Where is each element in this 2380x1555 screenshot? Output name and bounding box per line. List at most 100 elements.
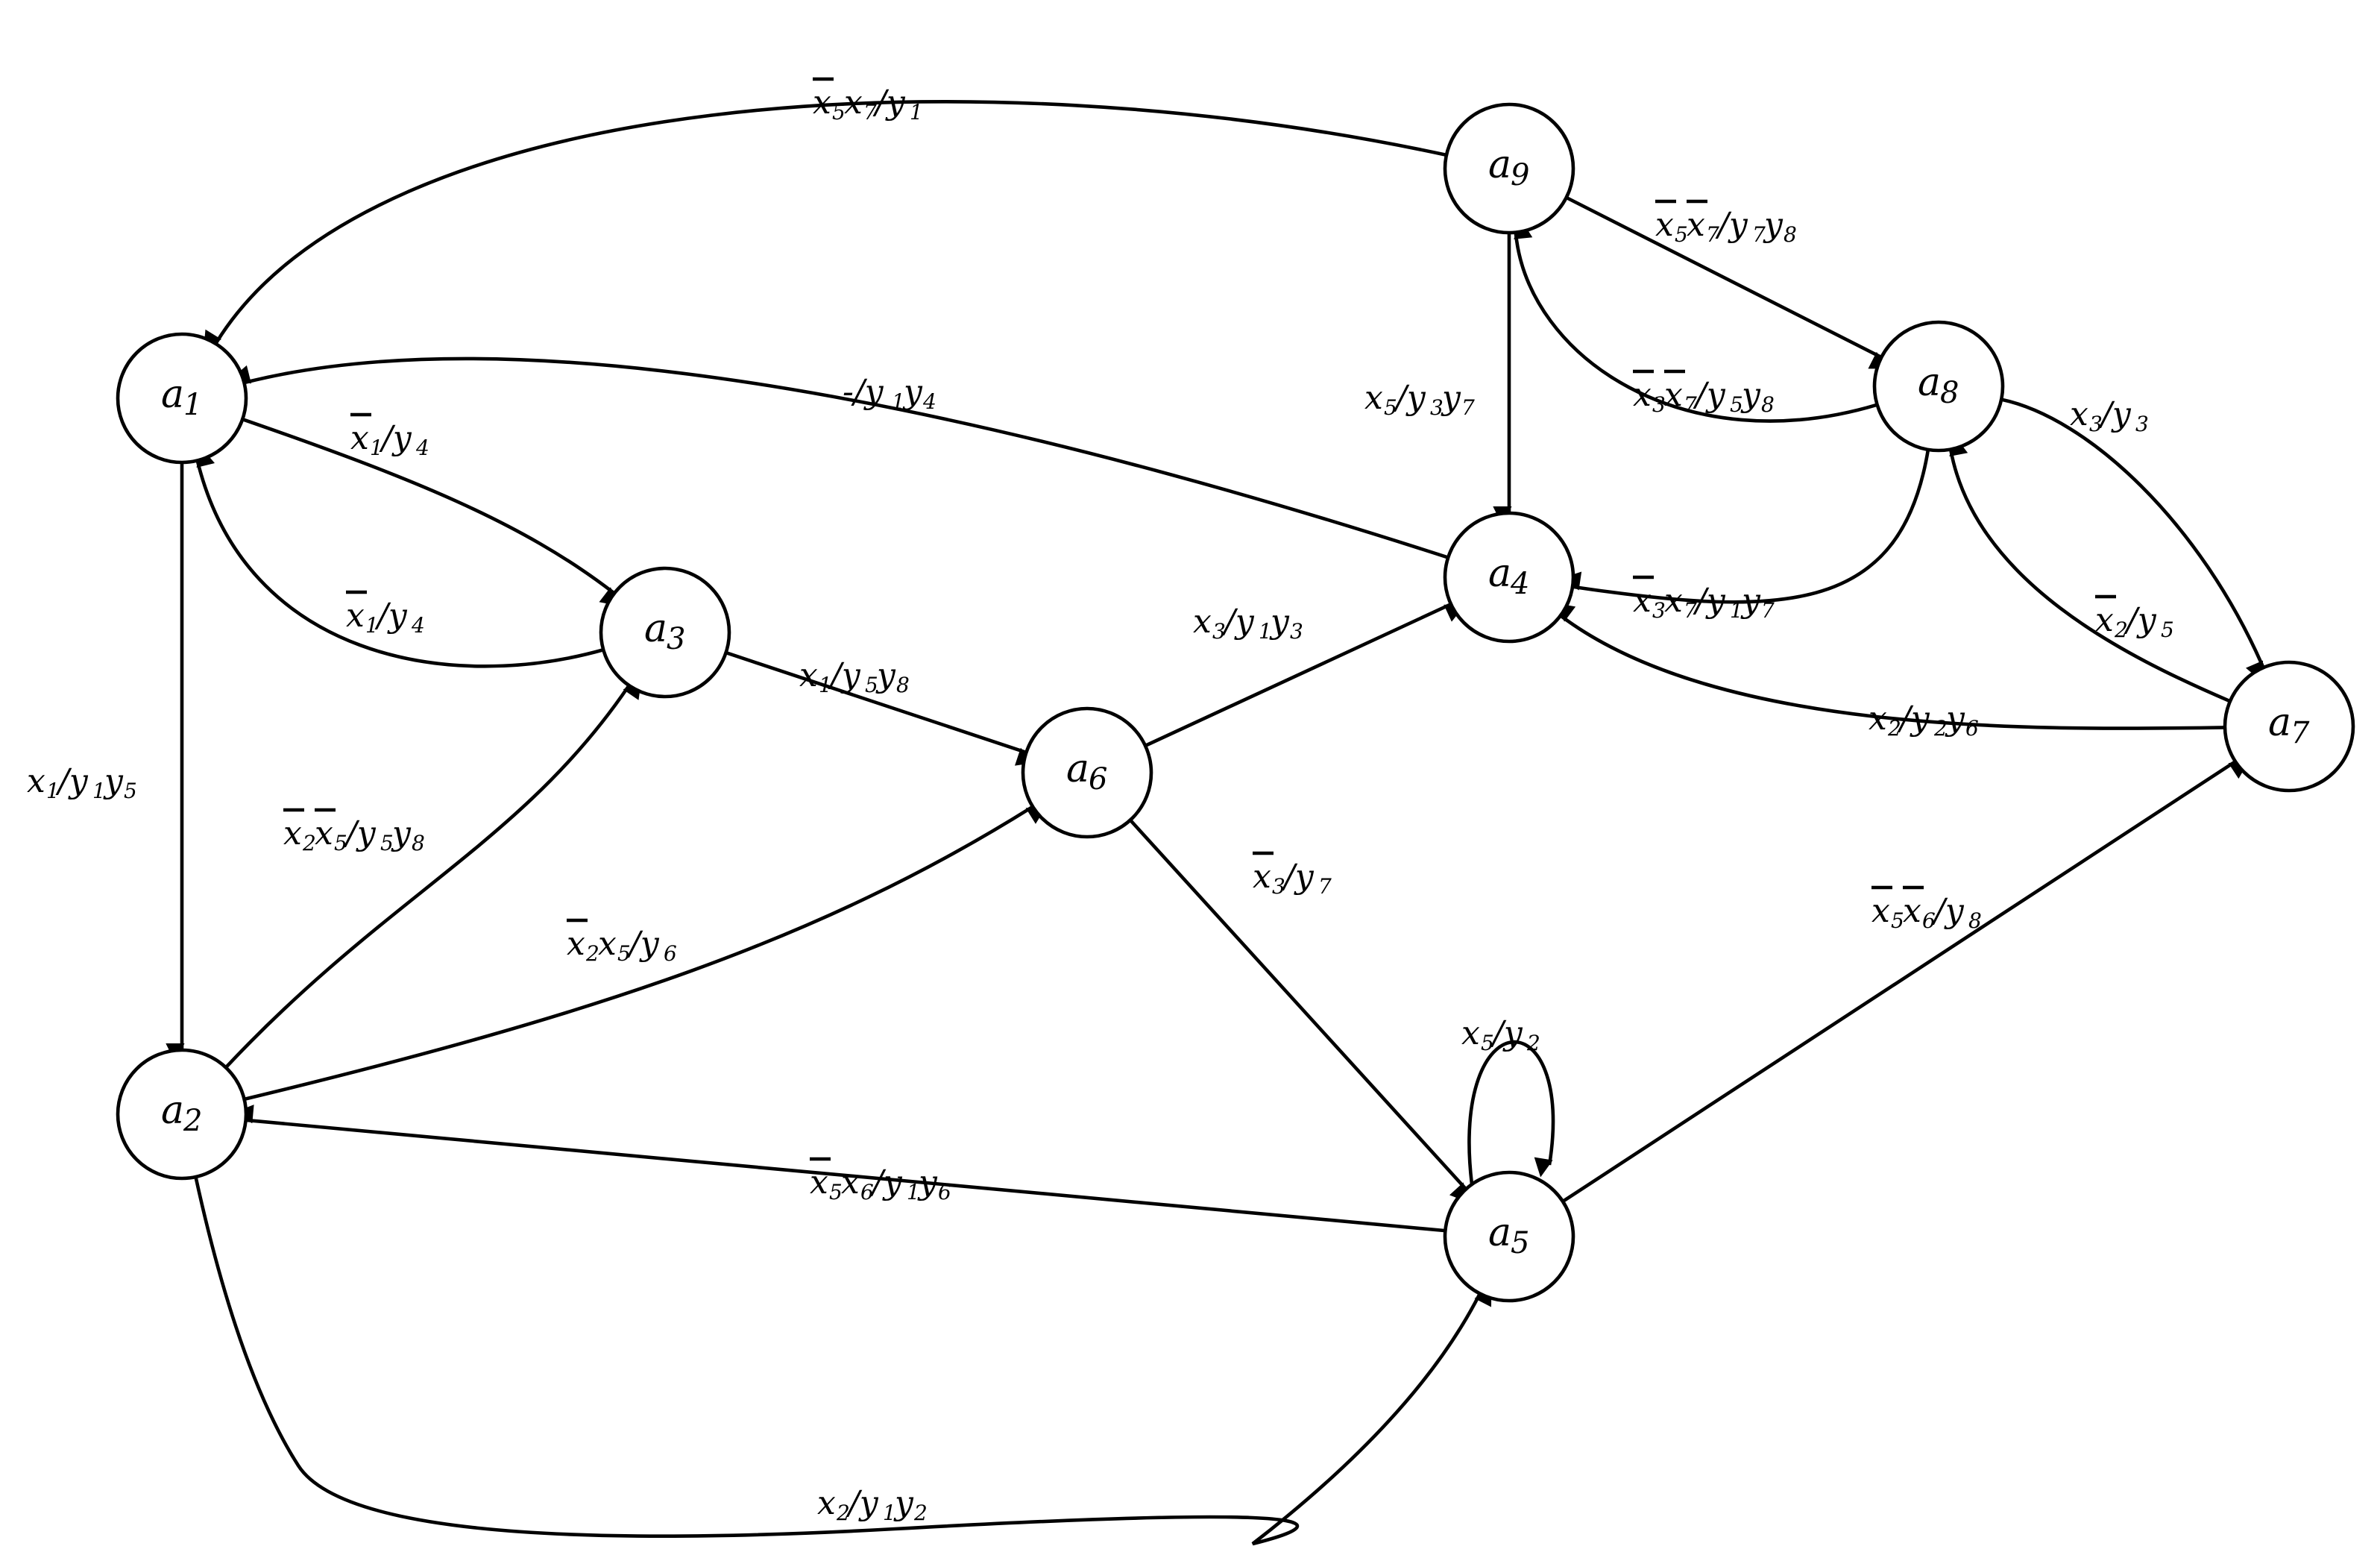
edge-e7-8 — [1949, 436, 2231, 703]
node-label: a — [161, 372, 184, 417]
edges-layer — [166, 100, 2264, 1546]
edge-label-token: x — [817, 1484, 836, 1522]
edge-label-subscript: 2 — [1933, 716, 1948, 741]
edge-label-token: y — [1740, 376, 1761, 414]
edge-e3-1 — [195, 447, 604, 668]
edge-label-subscript: 5 — [2161, 618, 2174, 642]
edge-label-token: x — [1903, 892, 1921, 930]
edge-label-subscript: 5 — [380, 831, 394, 855]
edge-label-subscript: 6 — [1965, 716, 1979, 741]
edge-label-token: x — [598, 925, 617, 963]
edge-label-subscript: 8 — [1784, 222, 1797, 247]
edge-label-token: /y — [1931, 892, 1965, 930]
node-circle — [1872, 320, 2005, 453]
edge-e5-2 — [234, 1105, 1446, 1233]
edge-label-token: x — [1461, 1014, 1480, 1052]
edge-label-subscript: 8 — [412, 831, 425, 855]
edge-label-subscript: 2 — [836, 1501, 850, 1525]
node-index: 4 — [1510, 567, 1529, 601]
edge-e9-1 — [203, 100, 1447, 351]
edge-label-subscript: 8 — [896, 673, 910, 697]
edge-label-token: /y — [846, 1484, 879, 1522]
edge-label-subscript: 3 — [1212, 619, 1226, 644]
edge-label-token: x — [1633, 582, 1652, 620]
node-circle — [1443, 511, 1575, 644]
node-index: 7 — [2291, 716, 2310, 750]
edge-label-token: /y — [1221, 603, 1255, 641]
edge-label-token: /y — [55, 762, 89, 800]
edge-label-token: x — [813, 84, 831, 122]
edge-label-subscript: 5 — [334, 831, 347, 855]
edge-label-token: x — [844, 84, 863, 122]
node-label: a — [644, 606, 667, 651]
edge-label-subscript: 7 — [1684, 598, 1697, 623]
edge-label-subscript: 6 — [664, 941, 677, 966]
node-index: 3 — [667, 622, 685, 656]
edge-label-subscript: 5 — [124, 779, 137, 803]
edge-label-token: y — [1441, 379, 1461, 417]
edge-label-subscript: 2 — [302, 831, 316, 855]
edge-label-subscript: 3 — [1652, 598, 1666, 623]
node-label: a — [161, 1088, 184, 1133]
edge-label-token: /y — [379, 419, 412, 457]
node-circle — [116, 1048, 248, 1181]
edge-e8-4 — [1561, 449, 1930, 604]
edge-label-token: /y — [1897, 700, 1930, 738]
node-circle — [1443, 102, 1575, 235]
edge-label-subscript: 3 — [1272, 874, 1285, 899]
edge-label-token: x — [810, 1163, 828, 1201]
node-circle — [116, 332, 248, 465]
edge-label-subscript: 4 — [411, 613, 425, 638]
edge-label-subscript: 1 — [92, 779, 106, 803]
edge-label-token: x — [315, 814, 333, 852]
node-a7: a7 — [2223, 660, 2355, 793]
edge-label-subscript: 5 — [1384, 395, 1397, 420]
node-label: a — [1918, 360, 1941, 405]
edge-e2-6 — [244, 805, 1047, 1102]
edge-label-token: /y — [1393, 379, 1426, 417]
edge-label-token: /y — [343, 814, 377, 852]
edge-label-token: x — [1364, 379, 1383, 417]
edge-label-token: /y — [374, 597, 408, 635]
edge-e4-1 — [230, 356, 1449, 559]
node-index: 8 — [1940, 376, 1959, 410]
edge-label-subscript: 5 — [1481, 1031, 1494, 1055]
edge-e2-3 — [224, 679, 642, 1069]
edge-label-token: /y — [1693, 376, 1726, 414]
edge-label-token: x — [2070, 395, 2088, 433]
edge-label-token: x — [2095, 601, 2114, 639]
edge-label-subscript: 7 — [1761, 598, 1775, 623]
edge-label-subscript: 1 — [370, 436, 383, 460]
edge-label-subscript: 1 — [883, 1501, 896, 1525]
edge-label-token: /y — [872, 84, 906, 122]
edge-label-token: x — [841, 1163, 860, 1201]
edge-label-subscript: 5 — [1675, 222, 1688, 247]
edge-label-token: /y — [1693, 582, 1726, 620]
edge-label-token: x — [567, 925, 585, 963]
edge-e8-7 — [2000, 398, 2264, 682]
edge-label-token: x — [1869, 700, 1887, 738]
edge-label-subscript: 2 — [2114, 618, 2128, 642]
edge-label-token: x — [27, 762, 45, 800]
node-circle — [599, 566, 731, 699]
edge-label-subscript: 3 — [2089, 412, 2103, 436]
node-a9: a9 — [1443, 102, 1575, 235]
edge-label-token: x — [1633, 376, 1652, 414]
edge-label-subscript: 6 — [1922, 908, 1936, 933]
edge-label-token: y — [1269, 603, 1290, 641]
